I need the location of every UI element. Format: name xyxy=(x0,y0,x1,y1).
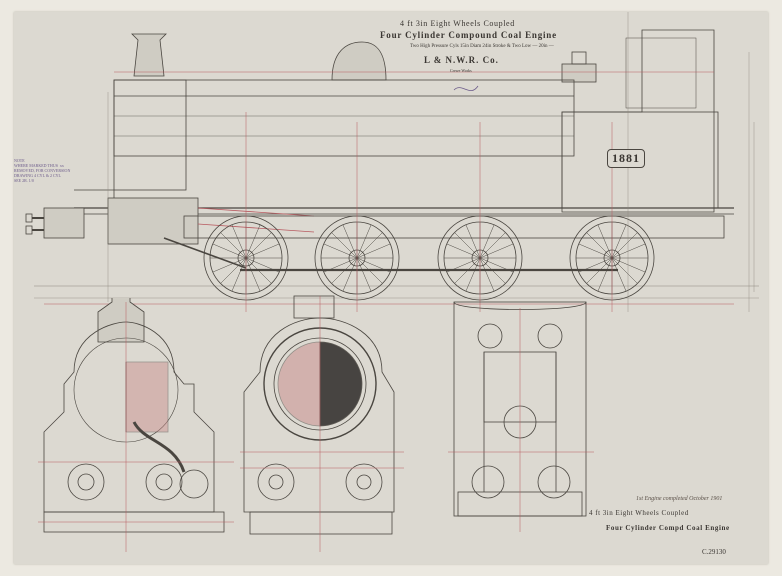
title-block-line2: Four Cylinder Compd Coal Engine xyxy=(606,524,730,532)
completion-note: 1st Engine completed October 1901 xyxy=(636,496,723,502)
locomotive-drawing xyxy=(25,12,759,552)
drawing-subtitle: 4 ft 3in Eight Wheels Coupled xyxy=(400,19,515,28)
blueprint-sheet: 4 ft 3in Eight Wheels Coupled Four Cylin… xyxy=(14,12,768,564)
engine-number-plate: 1881 xyxy=(607,149,645,168)
cylinders-note: Two High Pressure Cyls 15in Diam 24in St… xyxy=(410,44,554,49)
company-name: L & N.W.R. Co. xyxy=(424,55,499,65)
conversion-legend: NOTE WHERE MARKED THUS xx REMOVED, FOR C… xyxy=(14,158,71,183)
company-note: Crewe Works xyxy=(450,68,472,73)
drawing-title: Four Cylinder Compound Coal Engine xyxy=(380,30,557,40)
reference-number: C.29130 xyxy=(702,548,726,556)
title-block-line1: 4 ft 3in Eight Wheels Coupled xyxy=(589,509,689,517)
